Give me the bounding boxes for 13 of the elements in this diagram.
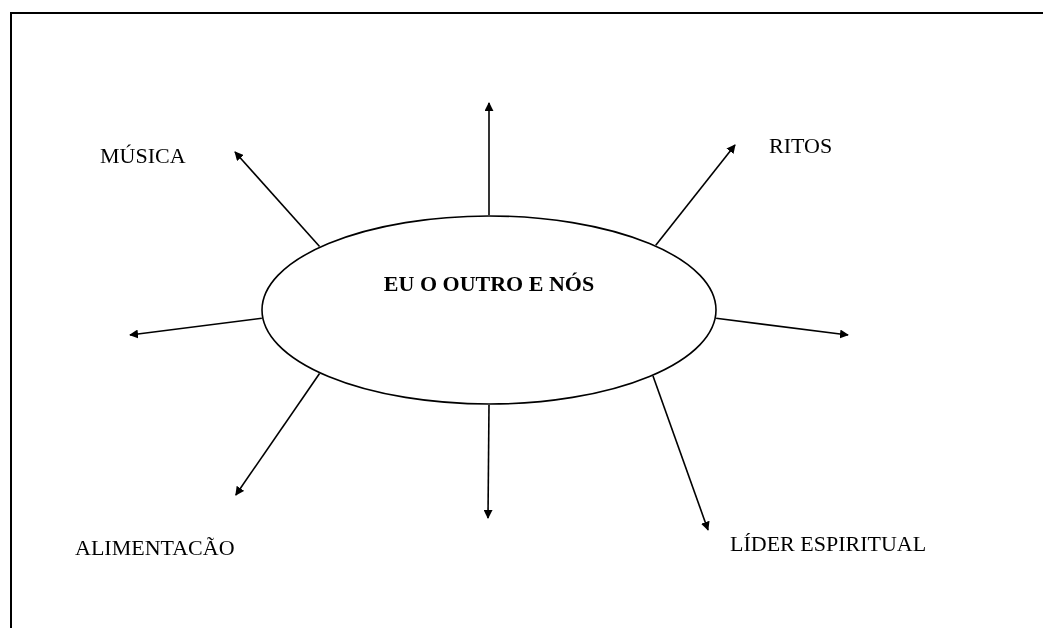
arrow: [715, 317, 849, 339]
arrow: [484, 102, 494, 216]
arrow: [235, 372, 321, 496]
arrow: [654, 144, 736, 246]
central-ellipse: EU O OUTRO E NÓS: [261, 215, 717, 405]
topic-label: LÍDER ESPIRITUAL: [708, 522, 1008, 566]
arrow: [129, 317, 263, 339]
arrow: [234, 151, 321, 248]
topic-label: RITOS: [735, 128, 860, 164]
topic-label: ALIMENTACÃO: [75, 495, 315, 567]
arrow: [652, 375, 710, 531]
topic-label: MÚSICA: [100, 138, 235, 174]
arrow: [483, 404, 493, 519]
